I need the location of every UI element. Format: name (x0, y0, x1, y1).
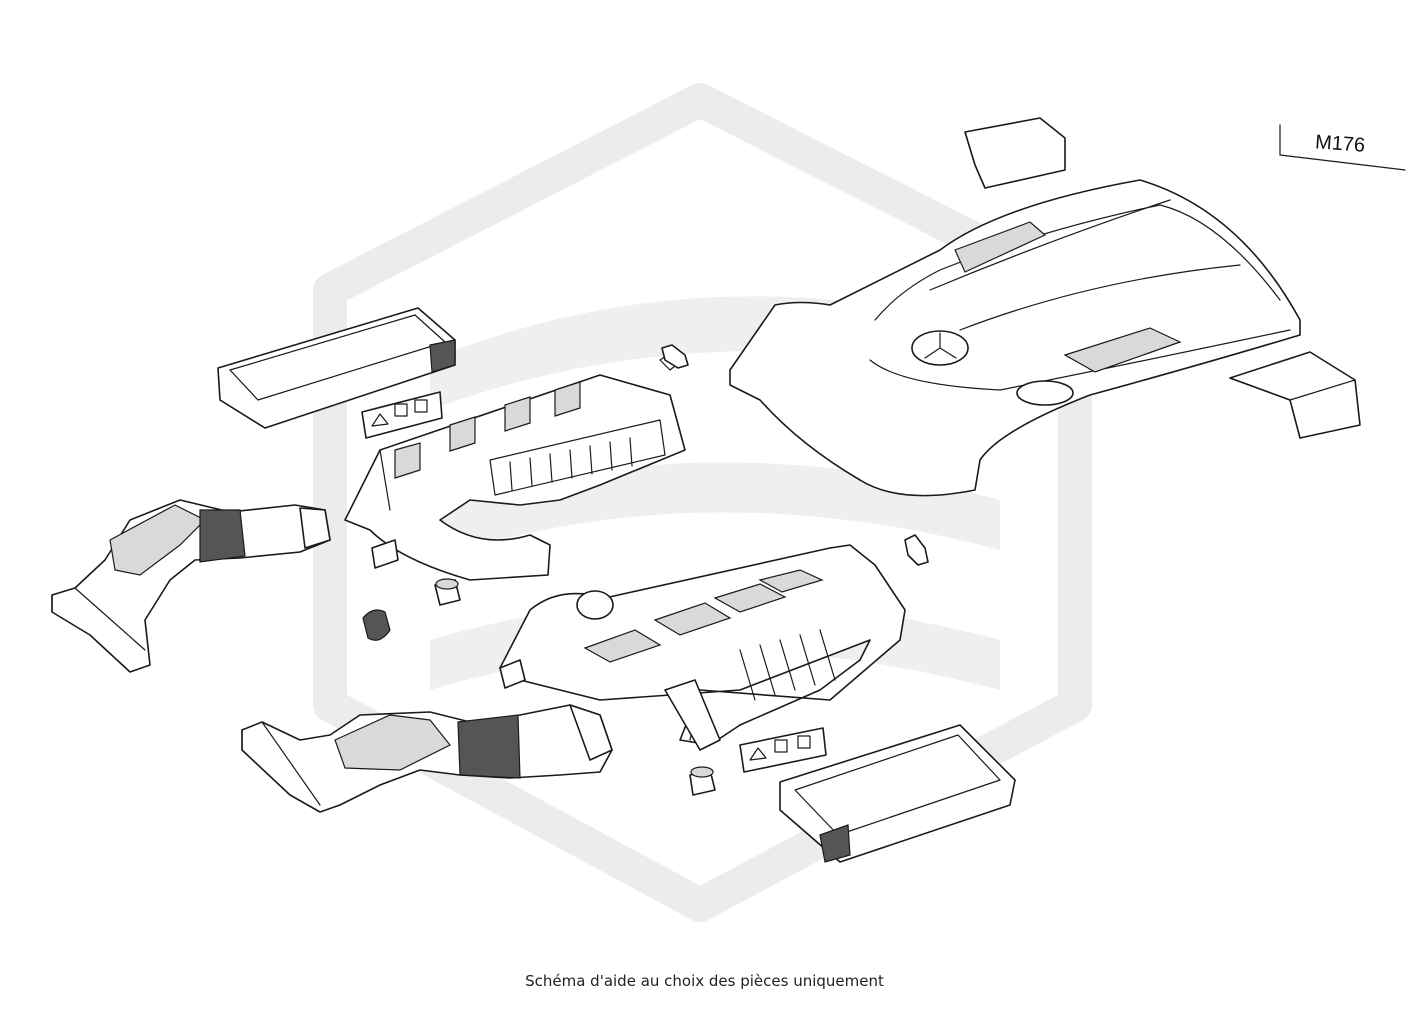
duct-icon[interactable] (241, 704, 613, 813)
mount-icon[interactable] (434, 578, 461, 606)
grommet-icon[interactable] (362, 609, 391, 641)
sensor-icon[interactable] (661, 344, 689, 369)
sensor-icon[interactable] (904, 534, 929, 566)
bracket-icon[interactable] (1229, 351, 1361, 439)
engine-code-text: M176 (1314, 131, 1365, 156)
filter-icon[interactable] (217, 307, 456, 429)
warning-label-icon (739, 727, 827, 773)
engine-code-tag: M176 (1279, 124, 1406, 171)
duct-icon[interactable] (51, 499, 331, 673)
bracket-icon[interactable] (964, 117, 1066, 189)
diagram-caption: Schéma d'aide au choix des pièces unique… (525, 972, 884, 990)
filter-housing-icon[interactable] (344, 351, 686, 581)
mount-icon[interactable] (689, 766, 716, 796)
filter-housing-icon[interactable] (499, 544, 906, 751)
filter-icon[interactable] (779, 724, 1016, 863)
engine-cover-icon[interactable] (729, 179, 1301, 497)
warning-label-icon (361, 391, 443, 439)
